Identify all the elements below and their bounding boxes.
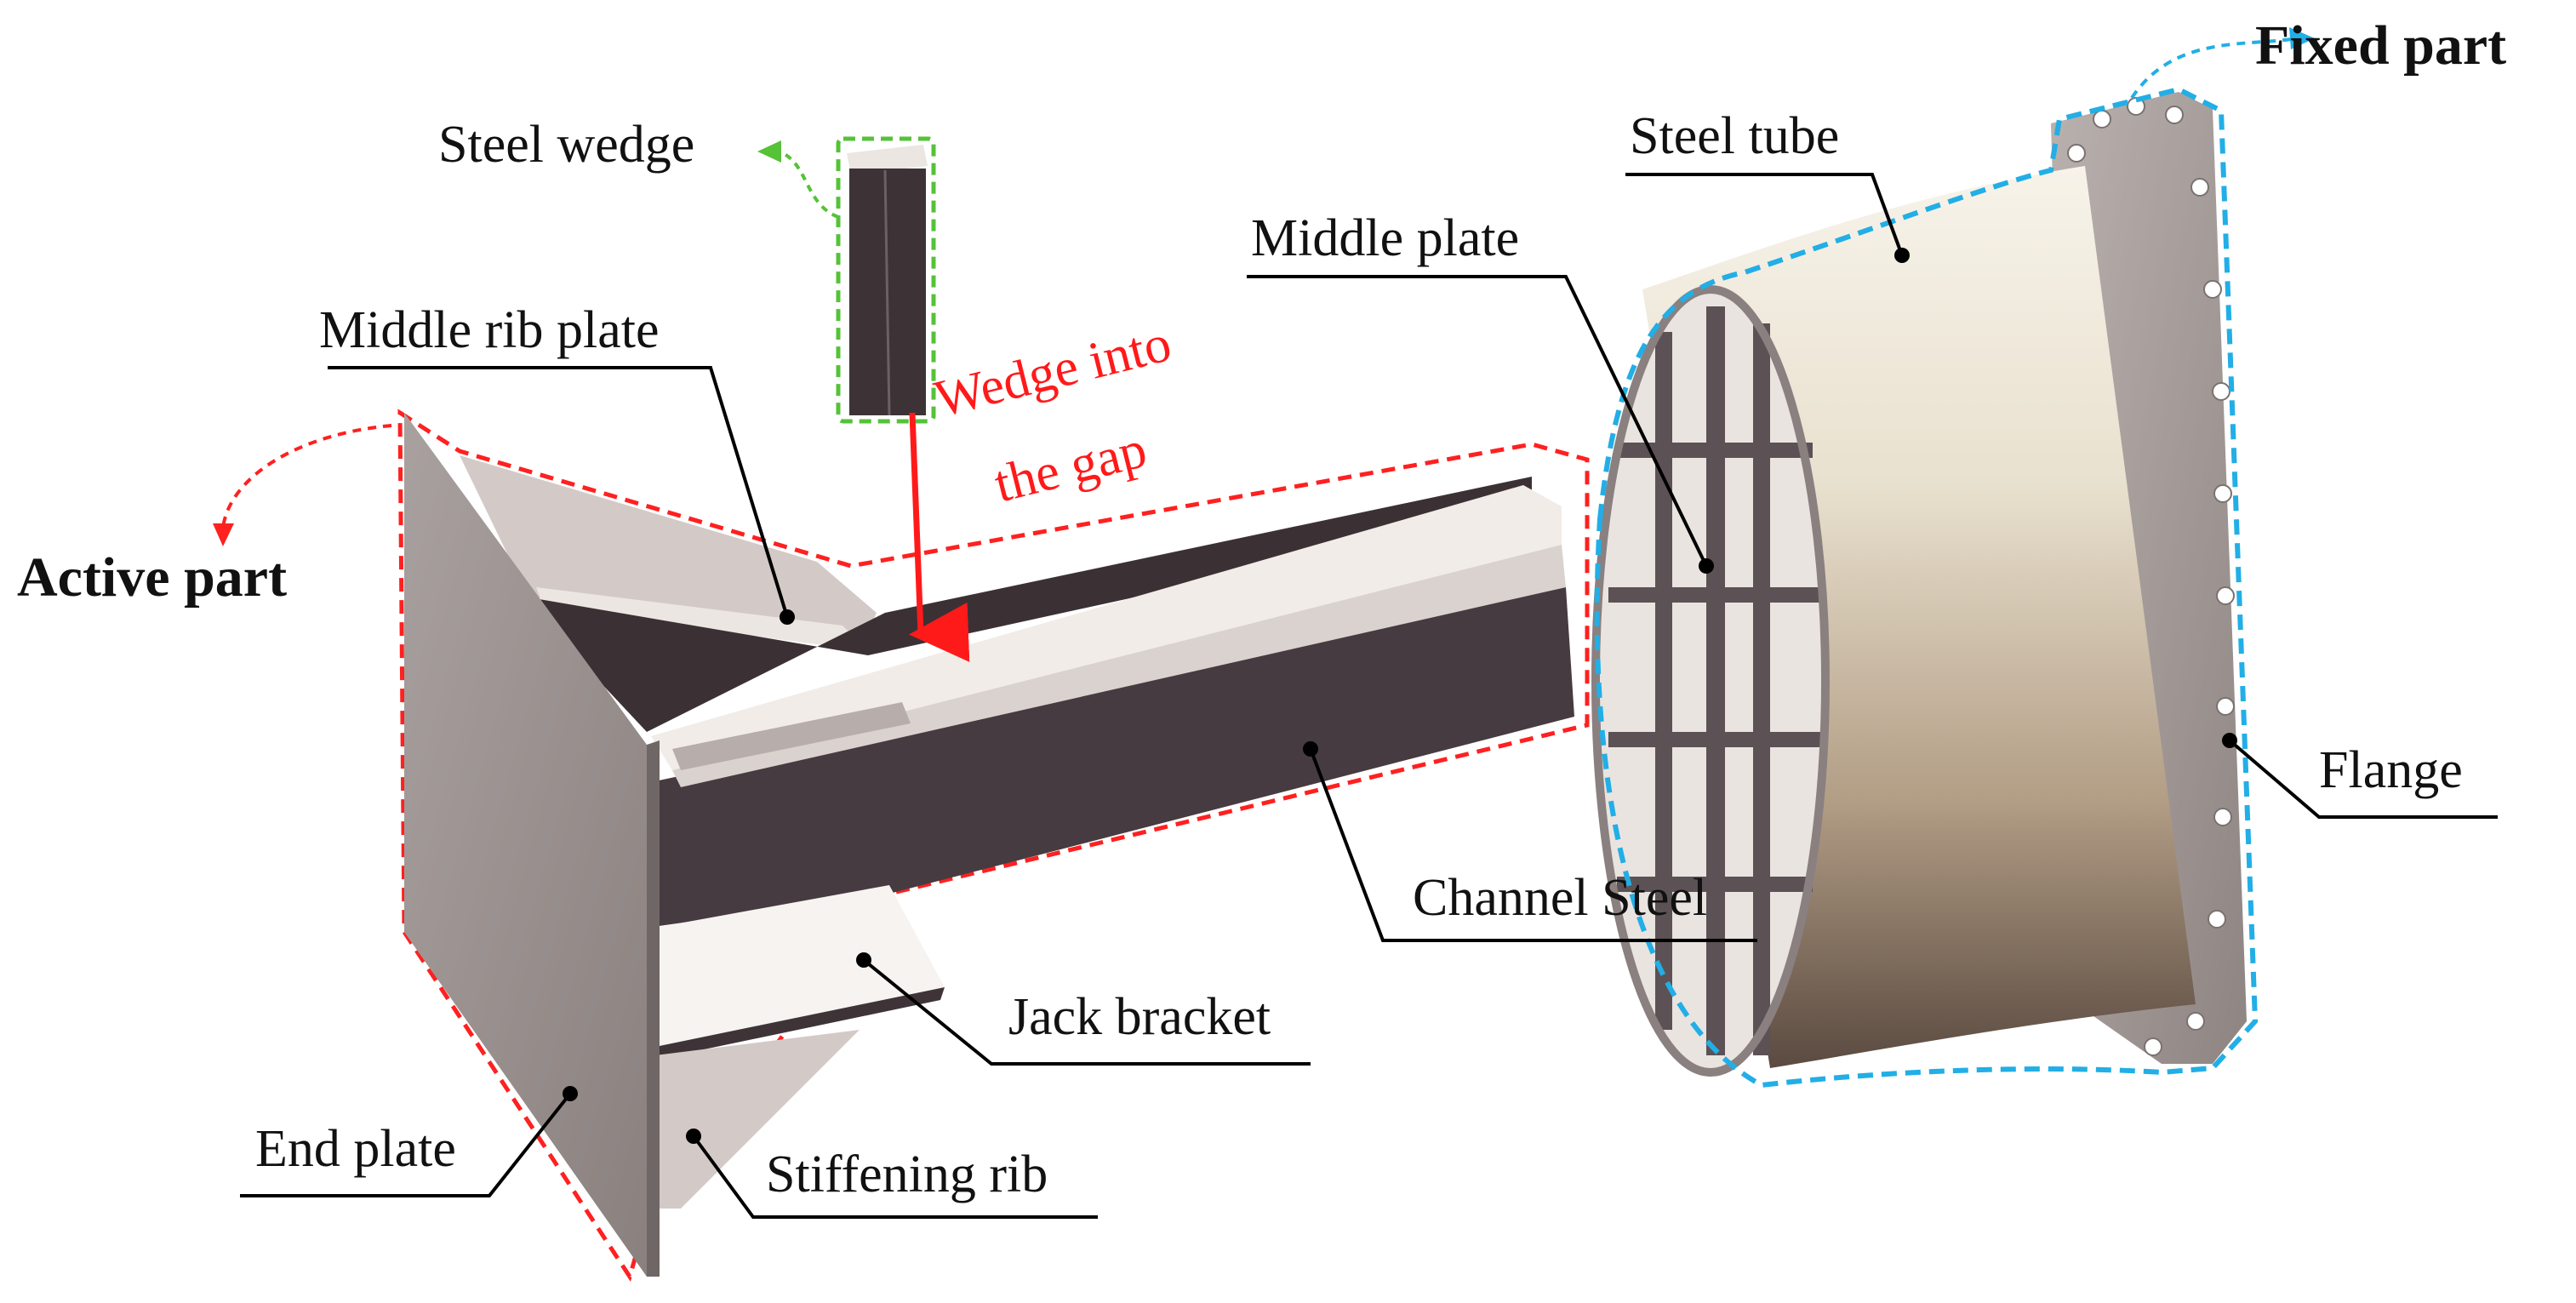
end-plate [404, 413, 647, 1277]
dot-middle-rib-plate [780, 609, 795, 625]
tube-rim [1591, 285, 1830, 1077]
channel-steel-body [647, 587, 1574, 928]
leader-flange [2228, 739, 2498, 819]
fixed-part-arrowhead [2289, 27, 2315, 49]
leader-end-plate [240, 1092, 572, 1197]
active-part-outline [397, 409, 1590, 1282]
fixed-part-outline [1594, 86, 2259, 1089]
label-jack-bracket: Jack bracket [1008, 988, 1271, 1046]
dot-steel-tube [1894, 248, 1910, 263]
channel-steel-upper [519, 477, 1532, 732]
label-middle-plate: Middle plate [1251, 209, 1519, 267]
steel-wedge-split [883, 169, 891, 416]
active-part-assembly [397, 409, 1590, 1282]
dot-middle-plate [1699, 558, 1714, 574]
label-steel-wedge: Steel wedge [438, 116, 694, 174]
steel-wedge-outline [836, 136, 936, 424]
dot-stiffening-rib [686, 1129, 701, 1144]
steel-wedge-arrowhead [757, 140, 781, 163]
leader-middle-rib-plate [328, 366, 789, 618]
steel-wedge-assembly [836, 136, 970, 662]
label-middle-rib-plate: Middle rib plate [319, 301, 659, 359]
label-channel-steel: Channel Steel [1413, 869, 1707, 927]
jack-bracket-plate [655, 885, 945, 1047]
active-part-arrowhead [213, 523, 234, 546]
steel-wedge-curve-arrow [778, 150, 839, 219]
label-wedge-into-line1: Wedge into [929, 314, 1177, 428]
dot-flange [2222, 733, 2237, 748]
dot-channel-steel [1303, 741, 1318, 757]
dot-jack-bracket [856, 952, 871, 968]
dot-end-plate [563, 1086, 578, 1101]
label-flange: Flange [2319, 741, 2463, 799]
channel-top-flange-edge [672, 545, 1566, 787]
middle-rib-plate-edge [536, 587, 868, 651]
fixed-part-curve-arrow [2130, 37, 2299, 100]
steel-wedge-top [847, 145, 928, 174]
label-stiffening-rib: Stiffening rib [766, 1146, 1048, 1203]
label-end-plate: End plate [255, 1120, 456, 1178]
middle-plate-grid [1608, 306, 1821, 1055]
label-fixed-part: Fixed part [2255, 14, 2506, 77]
leader-steel-tube [1625, 173, 1904, 256]
end-plate-edge [647, 740, 660, 1277]
stiffening-rib-plate [655, 1030, 860, 1209]
middle-rib-plate-top [460, 455, 877, 651]
label-active-part: Active part [17, 546, 287, 609]
leader-jack-bracket [862, 958, 1311, 1066]
label-wedge-into-line2: the gap [989, 420, 1152, 514]
fixed-part-assembly [1591, 86, 2259, 1089]
wedge-insert-arrow [909, 412, 970, 662]
leader-channel-steel [1309, 748, 1757, 942]
active-part-curve-arrow [221, 424, 392, 529]
leader-middle-plate [1247, 275, 1708, 567]
flange-bolt-holes [2067, 97, 2235, 1056]
leader-stiffening-rib [692, 1134, 1098, 1219]
label-steel-tube: Steel tube [1630, 107, 1839, 165]
small-bevel [672, 702, 911, 770]
jack-bracket-edge [655, 987, 945, 1060]
channel-top-flange [651, 485, 1562, 770]
